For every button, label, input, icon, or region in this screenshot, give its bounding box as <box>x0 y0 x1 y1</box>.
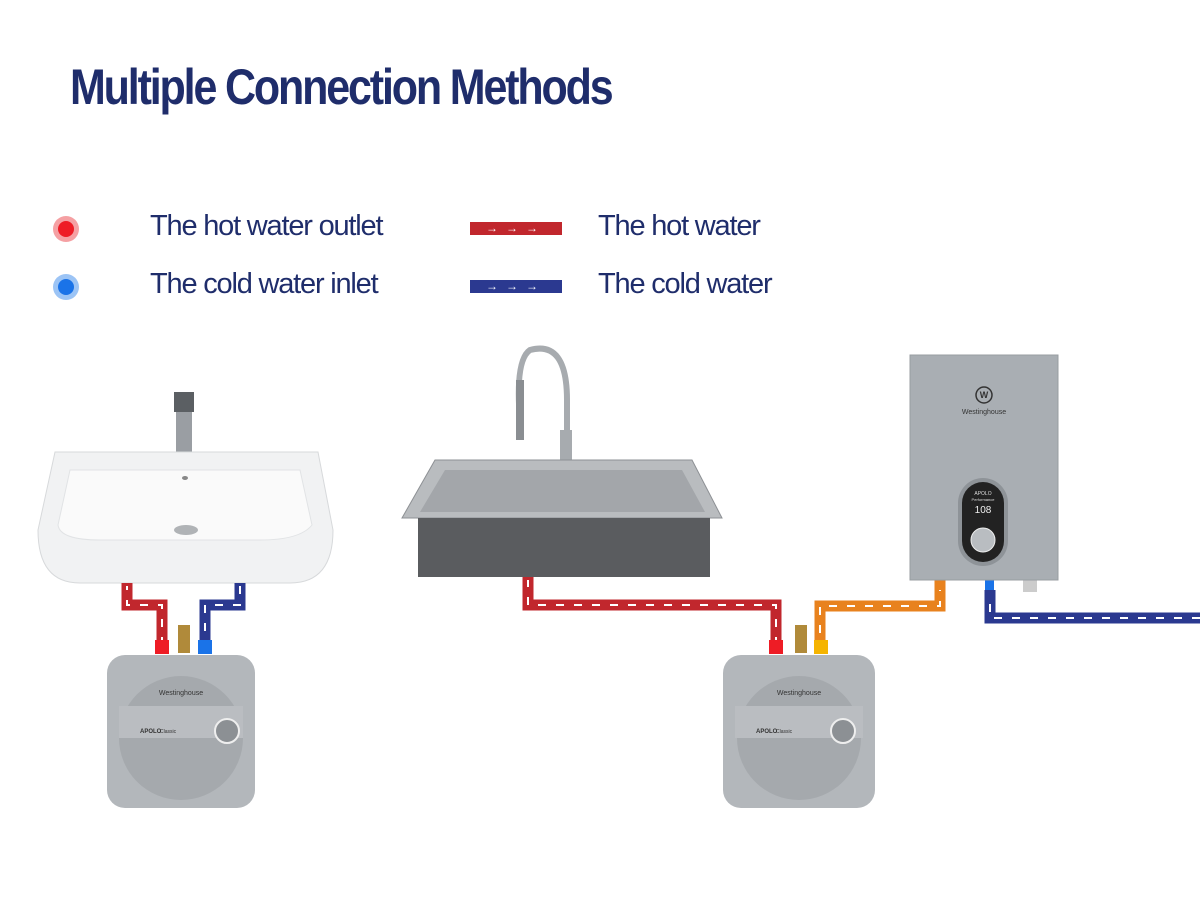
legend-cold-water: The cold water <box>598 268 773 300</box>
cold-pipe-left <box>199 583 246 650</box>
model-label: APOLO <box>140 729 162 735</box>
model-sub-label: Classic <box>160 729 177 735</box>
pipes <box>121 577 1200 650</box>
svg-text:Westinghouse: Westinghouse <box>962 409 1006 416</box>
svg-text:Westinghouse: Westinghouse <box>777 690 821 697</box>
tank-heater-left: Westinghouse APOLO Classic <box>107 625 255 808</box>
svg-text:W: W <box>980 390 989 400</box>
tank-heater-right: Westinghouse APOLO Classic <box>723 625 875 808</box>
svg-text:APOLO: APOLO <box>974 491 991 497</box>
bathroom-sink <box>37 392 334 584</box>
legend-cold-inlet: The cold water inlet <box>150 268 379 300</box>
temperature-display: 108 <box>975 505 992 516</box>
page-title: Multiple Connection Methods <box>70 59 614 115</box>
kitchen-sink <box>401 345 723 577</box>
svg-text:Performance: Performance <box>972 497 996 502</box>
svg-text:Classic: Classic <box>776 729 793 735</box>
legend-hot-outlet: The hot water outlet <box>150 210 384 242</box>
hot-pipe-left <box>121 583 168 650</box>
cold-inlet-dot-icon <box>58 279 74 295</box>
hot-water-pipe-icon: →→→ <box>470 222 562 235</box>
brand-label: Westinghouse <box>159 690 203 697</box>
hot-outlet-dot-icon <box>58 221 74 237</box>
cold-pipe-right <box>984 590 1200 624</box>
mixed-pipe <box>814 580 946 650</box>
hot-pipe-middle <box>522 577 782 650</box>
svg-text:APOLO: APOLO <box>756 729 778 735</box>
tankless-heater: W Westinghouse APOLO Performance 108 <box>909 354 1059 592</box>
cold-water-pipe-icon: →→→ <box>470 280 562 293</box>
legend-hot-water: The hot water <box>598 210 761 242</box>
